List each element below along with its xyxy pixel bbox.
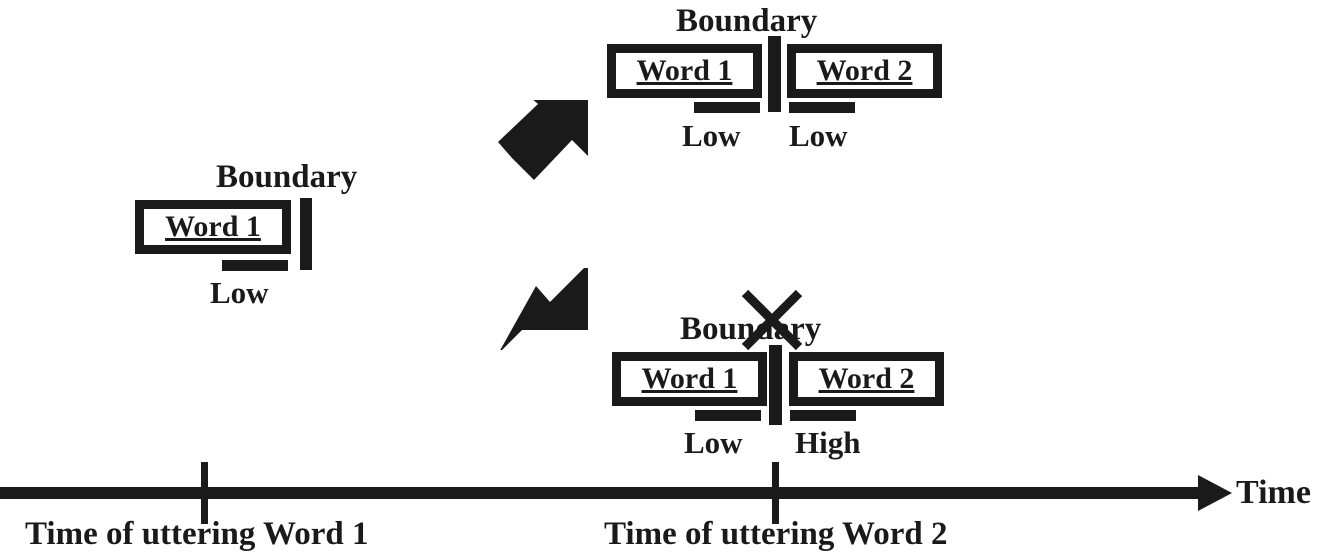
tone-label-low-high-word2: High — [795, 425, 861, 460]
word-label-low-low-word2: Word 2 — [816, 54, 913, 87]
axis-tick-word1 — [201, 462, 208, 524]
cross-out-x-icon — [741, 289, 803, 351]
tone-label-low-low-word1: Low — [682, 118, 741, 153]
boundary-bar-low-low — [768, 36, 781, 112]
word-label-initial-word1: Word 1 — [165, 210, 261, 243]
axis-tick-label-word1: Time of uttering Word 1 — [25, 516, 369, 552]
word-label-low-high-word2: Word 2 — [818, 362, 915, 395]
boundary-label-initial: Boundary — [216, 159, 358, 195]
word-box-low-low-word1: Word 1 — [607, 44, 762, 98]
word-box-low-low-word2: Word 2 — [787, 44, 942, 98]
tone-bar-low-high-word2 — [790, 410, 856, 421]
axis-arrowhead-icon — [1198, 475, 1232, 511]
word-box-low-high-word1: Word 1 — [612, 352, 767, 406]
word-label-low-high-word1: Word 1 — [641, 362, 738, 395]
axis-tick-label-word2: Time of uttering Word 2 — [604, 516, 948, 552]
word-box-low-high-word2: Word 2 — [789, 352, 944, 406]
axis-line — [0, 487, 1210, 499]
tone-bar-low-high-word1 — [695, 410, 761, 421]
tone-bar-initial-word1 — [222, 260, 288, 271]
axis-tick-word2 — [772, 462, 779, 524]
arrow-up-right-icon — [498, 100, 588, 180]
tone-label-low-low-word2: Low — [789, 118, 848, 153]
tone-label-low-high-word1: Low — [684, 425, 743, 460]
word-label-low-low-word1: Word 1 — [636, 54, 733, 87]
boundary-bar-initial — [300, 198, 312, 270]
boundary-bar-low-high — [769, 345, 782, 425]
arrow-down-right-icon — [500, 268, 588, 350]
word-box-initial-word1: Word 1 — [135, 200, 291, 254]
tone-bar-low-low-word1 — [694, 102, 760, 113]
tone-bar-low-low-word2 — [789, 102, 855, 113]
boundary-label-low-low: Boundary — [676, 3, 818, 39]
tone-label-initial-word1: Low — [210, 275, 269, 310]
axis-label-time: Time — [1236, 474, 1311, 511]
